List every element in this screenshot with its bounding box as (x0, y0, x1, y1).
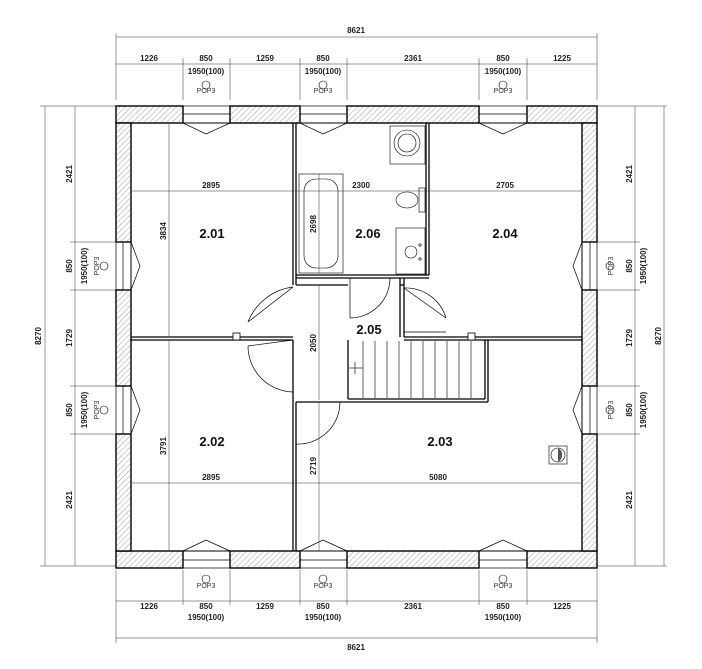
bottom-window-tag-2: POP3 (314, 583, 333, 590)
top-dim-4: 850 (316, 54, 330, 63)
bottom-window-tag-3: POP3 (494, 583, 513, 590)
right-window-tag-2: POP3 (608, 401, 615, 420)
right-window-spec-1: 1950(100) (639, 247, 648, 284)
left-dim-2: 850 (65, 259, 74, 273)
left-window-tag-2: POP3 (94, 401, 101, 420)
bottom-dim-4: 850 (316, 602, 330, 611)
bottom-window-spec-1: 1950(100) (188, 613, 225, 622)
bottom-dim-5: 2361 (404, 602, 422, 611)
room-201-width: 2895 (202, 181, 220, 190)
bottom-window-tag-1: POP3 (197, 583, 216, 590)
overall-height-left: 8270 (34, 327, 43, 345)
top-window-spec-3: 1950(100) (485, 67, 522, 76)
top-window-spec-2: 1950(100) (305, 67, 342, 76)
room-206-width: 2300 (352, 181, 370, 190)
bottom-dim-6: 850 (496, 602, 510, 611)
left-dim-5: 2421 (65, 491, 74, 509)
room-204-width: 2705 (496, 181, 514, 190)
room-202-height: 3791 (159, 437, 168, 455)
left-dim-1: 2421 (65, 165, 74, 183)
bottom-window-spec-3: 1950(100) (485, 613, 522, 622)
room-label-2-02: 2.02 (199, 434, 224, 449)
right-dim-4: 850 (625, 403, 634, 417)
doors (247, 277, 447, 445)
right-window-tag-1: POP3 (608, 257, 615, 276)
top-dim-6: 850 (496, 54, 510, 63)
room-label-2-05: 2.05 (356, 322, 381, 337)
left-window-spec-2: 1950(100) (80, 391, 89, 428)
overall-width-bottom: 8621 (347, 643, 365, 652)
left-window-spec-1: 1950(100) (80, 247, 89, 284)
room-label-2-06: 2.06 (355, 226, 380, 241)
room-label-2-01: 2.01 (199, 226, 224, 241)
bottom-dim-7: 1225 (553, 602, 571, 611)
left-dim-3: 1729 (65, 329, 74, 347)
column-marker (232, 332, 241, 341)
staircase (349, 341, 472, 398)
top-dim-2: 850 (199, 54, 213, 63)
windows (115, 105, 598, 569)
interior-dimensions (131, 123, 582, 551)
left-dim-4: 850 (65, 403, 74, 417)
top-dim-7: 1225 (553, 54, 571, 63)
right-dim-5: 2421 (625, 491, 634, 509)
left-dimension-chain: 8270 2421 850 1729 850 2421 1950(100) 19… (34, 105, 116, 567)
column-marker (467, 332, 476, 341)
right-dim-3: 1729 (625, 329, 634, 347)
right-dimension-chain: POP3 POP3 2421 850 1729 850 2421 1950(10… (597, 105, 667, 567)
room-203-height: 2719 (309, 457, 318, 475)
right-dim-2: 850 (625, 259, 634, 273)
heater-symbol (548, 445, 568, 465)
top-window-tag-3: POP3 (494, 88, 513, 95)
top-dimension-chain: 8621 1226 850 1259 850 2361 850 1225 195… (115, 26, 598, 100)
top-window-spec-1: 1950(100) (188, 67, 225, 76)
interior-walls (131, 123, 582, 551)
bottom-dim-3: 1259 (256, 602, 274, 611)
top-dim-1: 1226 (140, 54, 158, 63)
right-dim-1: 2421 (625, 165, 634, 183)
bottom-window-spec-2: 1950(100) (305, 613, 342, 622)
room-206-height: 2698 (309, 215, 318, 233)
room-205-height: 2050 (309, 334, 318, 352)
bottom-dimension-chain: POP3 POP3 POP3 1226 850 1259 850 2361 85… (115, 570, 598, 652)
room-203-width: 5080 (429, 473, 447, 482)
bottom-dim-2: 850 (199, 602, 213, 611)
overall-width-top: 8621 (347, 26, 365, 35)
top-window-tag-2: POP3 (314, 88, 333, 95)
left-window-tag-1: POP3 (94, 257, 101, 276)
top-window-tag-1: POP3 (197, 88, 216, 95)
room-201-height: 3834 (159, 222, 168, 240)
top-dim-5: 2361 (404, 54, 422, 63)
room-202-width: 2895 (202, 473, 220, 482)
room-label-2-03: 2.03 (427, 434, 452, 449)
bottom-dim-1: 1226 (140, 602, 158, 611)
bathroom-fixtures (298, 125, 426, 275)
right-window-spec-2: 1950(100) (639, 391, 648, 428)
room-label-2-04: 2.04 (492, 226, 518, 241)
top-dim-3: 1259 (256, 54, 274, 63)
overall-height-right: 8270 (654, 327, 663, 345)
